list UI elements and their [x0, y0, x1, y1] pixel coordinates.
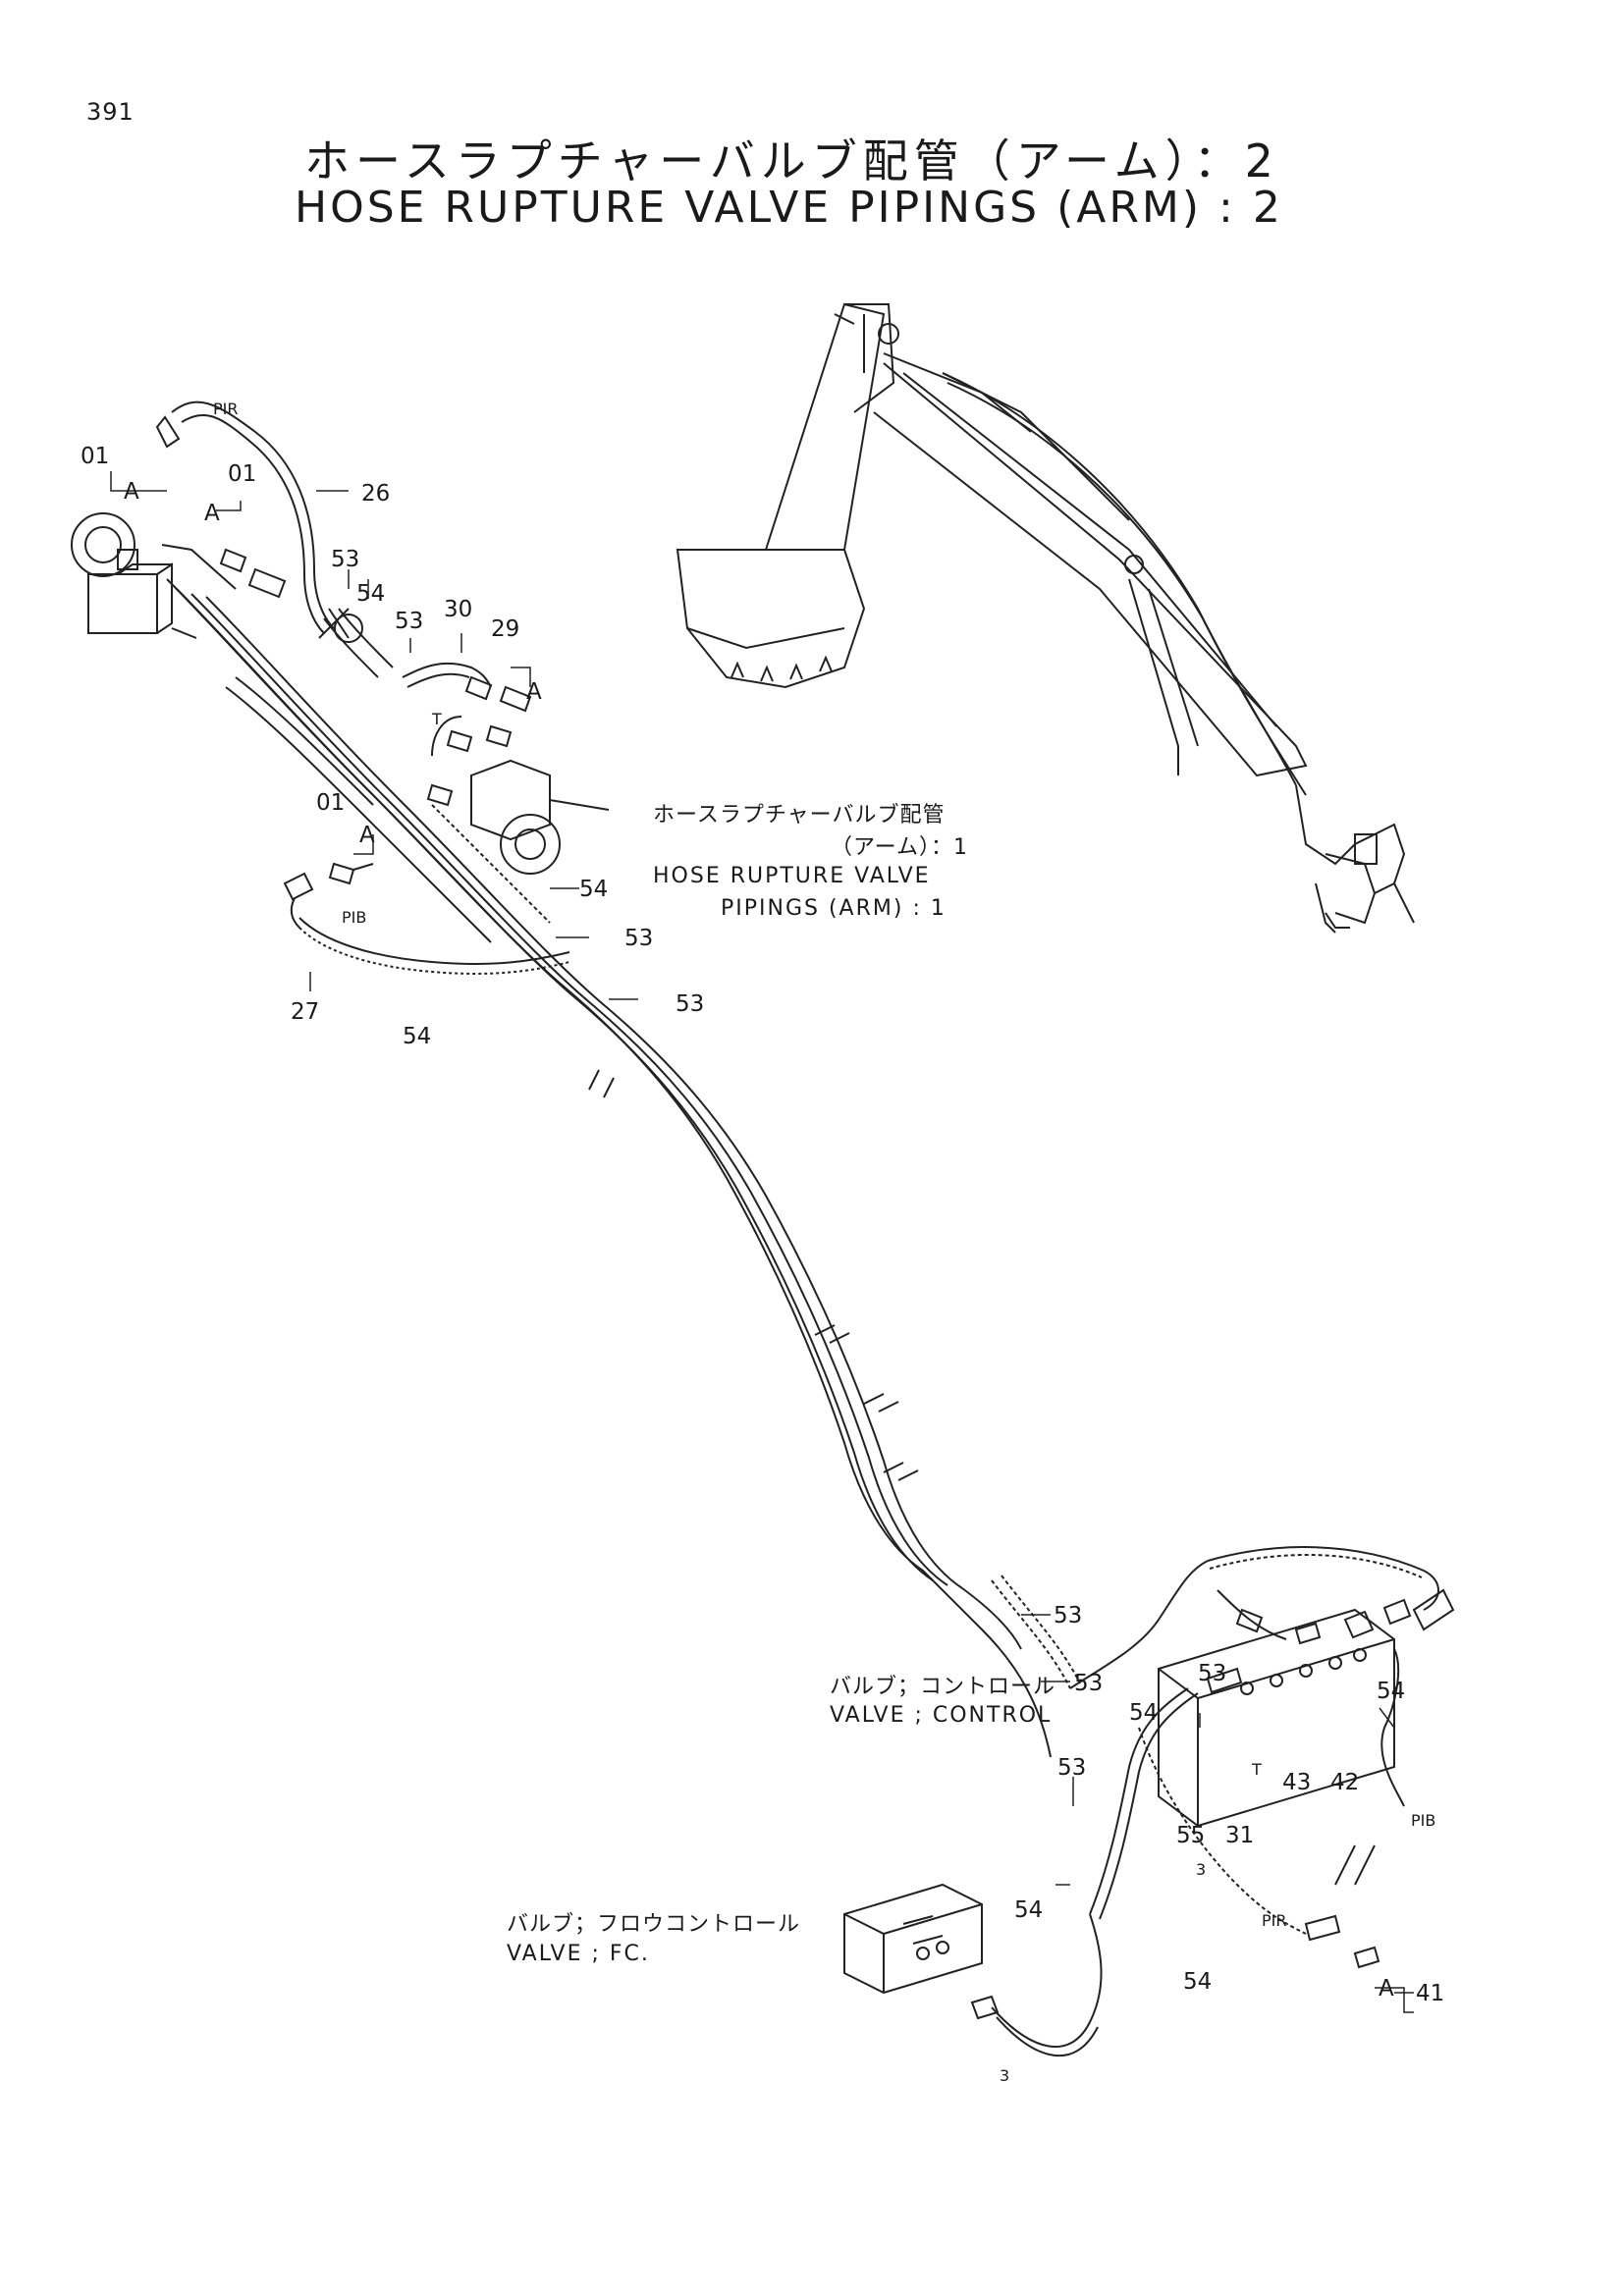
page-number: 391	[86, 98, 135, 126]
reference-note-en-line1: HOSE RUPTURE VALVE	[653, 864, 931, 888]
reference-note-en-line2: PIPINGS (ARM) : 1	[721, 896, 947, 921]
fc-valve-label-en: VALVE ; FC.	[507, 1942, 650, 1966]
port-label-3-b: 3	[1000, 2066, 1009, 2085]
detail-mark-a-5: A	[1379, 1976, 1394, 2002]
reference-note-ja-line1: ホースラプチャーバルブ配管	[653, 803, 946, 828]
callout-53-e: 53	[1054, 1603, 1082, 1629]
hose-26	[155, 400, 335, 634]
callout-01-b: 01	[228, 461, 256, 487]
hose-54-pib-left	[283, 872, 570, 975]
control-valve-label-ja: バルブ；コントロール	[830, 1675, 1056, 1699]
callout-54-e: 54	[1377, 1679, 1405, 1704]
callout-54-c: 54	[403, 1024, 431, 1049]
fc-valve-drawing	[843, 1883, 1103, 2057]
callout-43: 43	[1282, 1770, 1311, 1795]
control-valve-drawing	[1158, 1588, 1455, 1886]
fc-valve-label-ja: バルブ；フロウコントロール	[507, 1912, 801, 1937]
callout-27: 27	[291, 999, 319, 1025]
callout-numbers: 01 01 26 53 54 53 30 29 01 54 53 53 27 5…	[81, 444, 1444, 2006]
title-japanese: ホースラプチャーバルブ配管（アーム）：2	[304, 134, 1279, 187]
callout-54-f: 54	[1183, 1969, 1212, 1995]
lower-right-hoses	[1069, 1546, 1439, 1920]
reference-note-ja-line2: （アーム）：1	[831, 835, 969, 860]
callout-53-f: 53	[1074, 1671, 1103, 1696]
callout-54-g: 54	[1014, 1897, 1043, 1923]
callout-54-d: 54	[1129, 1700, 1158, 1726]
arm1-valve-drawing	[426, 759, 610, 875]
callout-53-d: 53	[676, 991, 704, 1017]
callout-53-g: 53	[1198, 1661, 1226, 1686]
callout-01-a: 01	[81, 444, 109, 469]
control-valve-label-en: VALVE ; CONTROL	[830, 1703, 1053, 1728]
callout-53-c: 53	[624, 926, 653, 951]
leader-lines	[110, 471, 1414, 2013]
callout-53-a: 53	[331, 547, 359, 572]
port-label-pib-left: PIB	[342, 908, 366, 927]
port-label-pir-top: PIR	[213, 400, 238, 418]
callout-29: 29	[491, 616, 519, 642]
callout-55: 55	[1176, 1823, 1205, 1848]
port-label-pib-right: PIB	[1411, 1811, 1435, 1830]
top-fittings	[219, 548, 532, 757]
port-label-t-top: T	[431, 710, 442, 728]
callout-31: 31	[1225, 1823, 1254, 1848]
callout-53-h: 53	[1057, 1755, 1086, 1781]
callout-01-c: 01	[316, 790, 345, 816]
detail-mark-a-2: A	[204, 501, 220, 526]
detail-mark-a-4: A	[359, 823, 375, 848]
hose-54-pir-bottom	[1138, 1727, 1380, 1969]
main-hose-bundle	[166, 578, 1052, 1758]
callout-26: 26	[361, 481, 390, 507]
port-labels: PIR PIB PIB PIR T T 3 3	[213, 400, 1435, 2085]
callout-53-b: 53	[395, 609, 423, 634]
detail-mark-a-1: A	[124, 479, 139, 505]
callout-54-b: 54	[579, 877, 608, 902]
callout-41: 41	[1416, 1981, 1444, 2006]
excavator-overview-drawing	[676, 302, 1415, 934]
left-valve-assembly	[71, 512, 237, 639]
detail-marks: A A A A A	[124, 479, 1394, 2002]
port-label-t-bottom: T	[1251, 1760, 1262, 1779]
callout-54-a: 54	[356, 581, 385, 607]
spiral-guards	[431, 804, 1081, 1689]
title-english: HOSE RUPTURE VALVE PIPINGS (ARM) : 2	[295, 183, 1283, 233]
port-label-pir-bottom: PIR	[1262, 1911, 1286, 1930]
detail-mark-a-3: A	[526, 679, 542, 705]
callout-30: 30	[444, 597, 472, 622]
port-label-3-a: 3	[1196, 1860, 1206, 1879]
callout-42: 42	[1330, 1770, 1359, 1795]
fitting-01-lower	[328, 862, 374, 885]
